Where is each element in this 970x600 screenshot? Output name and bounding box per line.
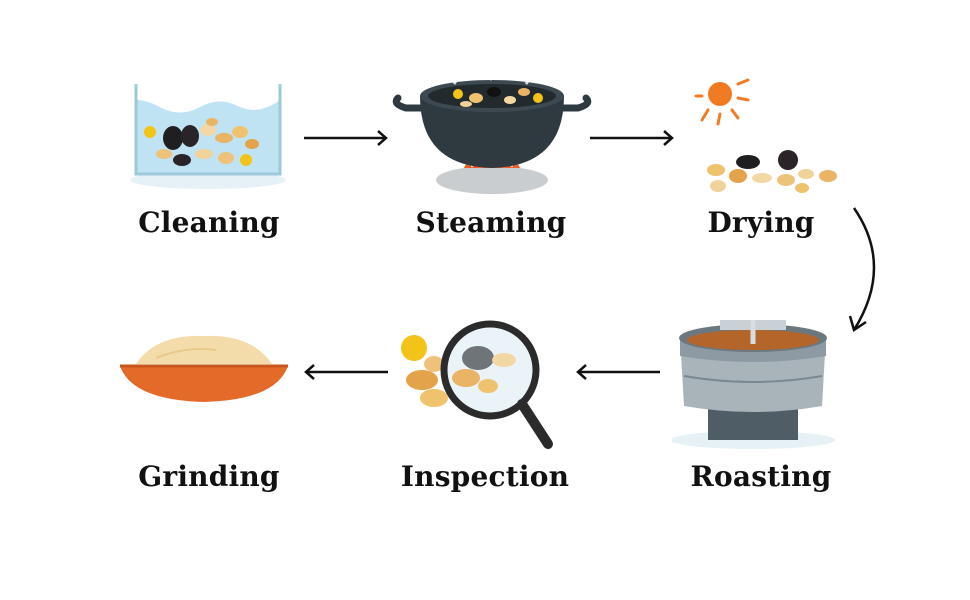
steaming-pot-icon	[392, 64, 592, 194]
roasting-machine-icon	[671, 320, 835, 449]
step-label-cleaning: Cleaning	[138, 206, 280, 239]
magnifier-icon	[401, 320, 553, 449]
arrow-steaming-to-drying	[590, 130, 674, 146]
arrow-cleaning-to-steaming	[304, 130, 388, 146]
dried-beans-icon	[707, 150, 837, 193]
arrow-drying-to-roasting	[848, 207, 876, 332]
arrow-inspection-to-grinding	[304, 364, 388, 380]
arrow-roasting-to-inspection	[576, 364, 660, 380]
step-label-roasting: Roasting	[690, 460, 832, 493]
sun-icon	[694, 78, 750, 126]
powder-bowl-icon	[120, 335, 288, 402]
step-label-drying: Drying	[707, 206, 815, 239]
step-label-steaming: Steaming	[415, 206, 567, 239]
step-label-grinding: Grinding	[138, 460, 280, 493]
step-label-inspection: Inspection	[400, 460, 570, 493]
water-basin-icon	[130, 84, 286, 189]
